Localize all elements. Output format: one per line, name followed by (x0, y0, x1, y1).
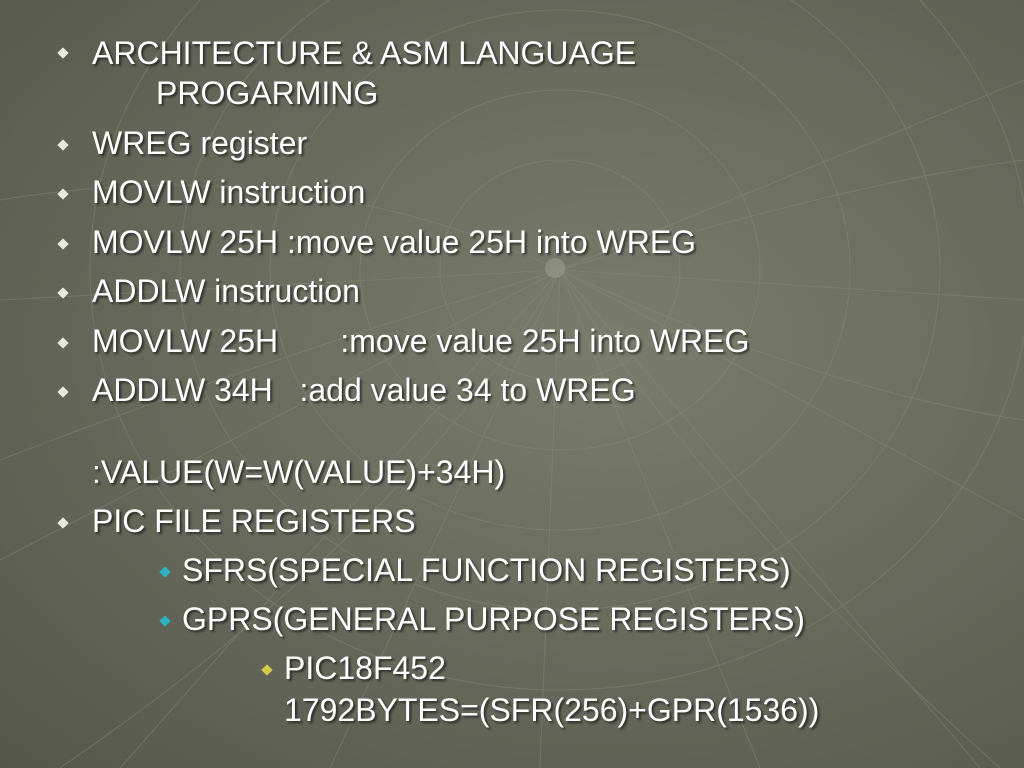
sub-bullet-gprs: GPRS(GENERAL PURPOSE REGISTERS) (182, 601, 805, 637)
detail-bytes: 1792BYTES=(SFR(256)+GPR(1536)) (284, 692, 820, 728)
diamond-bullet-icon (57, 139, 69, 151)
bullet-addlw-code: ADDLW 34H :add value 34 to WREG (92, 372, 636, 408)
bullet-movlw-code: MOVLW 25H :move value 25H into WREG (92, 323, 750, 359)
sub-bullet-sfrs: SFRS(SPECIAL FUNCTION REGISTERS) (182, 552, 791, 588)
bullet-architecture-continuation: PROGARMING (156, 75, 379, 111)
detail-pic18f452: PIC18F452 (284, 650, 446, 686)
bullet-pic-file-registers: PIC FILE REGISTERS (92, 503, 416, 539)
diamond-bullet-icon (57, 238, 69, 250)
diamond-bullet-icon (57, 517, 69, 529)
diamond-bullet-icon (57, 337, 69, 349)
teal-diamond-bullet-icon (159, 566, 171, 578)
value-note: :VALUE(W=W(VALUE)+34H) (92, 454, 506, 490)
olive-diamond-bullet-icon (261, 664, 273, 676)
bullet-movlw-instruction: MOVLW instruction (92, 174, 366, 210)
bullet-addlw-instruction: ADDLW instruction (92, 273, 360, 309)
bullet-movlw-example: MOVLW 25H :move value 25H into WREG (92, 224, 697, 260)
diamond-bullet-icon (57, 287, 69, 299)
diamond-bullet-icon (57, 386, 69, 398)
bullet-architecture: ARCHITECTURE & ASM LANGUAGE (92, 35, 637, 71)
bullet-wreg-register: WREG register (92, 125, 308, 161)
diamond-bullet-icon (57, 188, 69, 200)
teal-diamond-bullet-icon (159, 615, 171, 627)
diamond-bullet-icon (57, 47, 69, 59)
